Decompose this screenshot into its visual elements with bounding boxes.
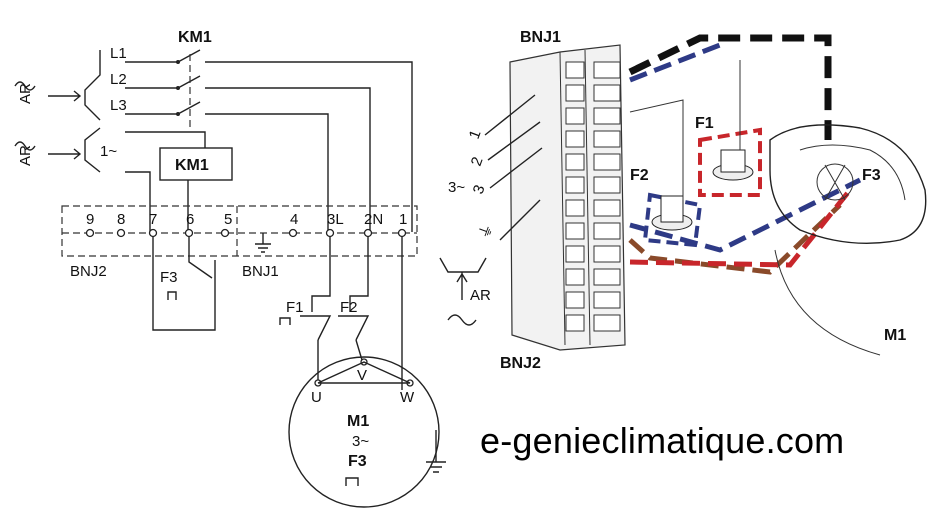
block-top-label: BNJ1 [520, 29, 561, 46]
motor-terminal-v: V [357, 367, 367, 384]
wire-number-2: 2 [468, 155, 487, 169]
terminal-cell [593, 61, 621, 79]
motor-terminal-u: U [311, 389, 322, 406]
bracket-three-phase [84, 50, 101, 121]
terminal-block-cells [565, 61, 621, 332]
single-phase-label: 1~ [100, 143, 117, 160]
terminal-cell [565, 61, 585, 79]
terminal-cell [565, 153, 585, 171]
terminal-cell [593, 245, 621, 263]
block-bottom-label: BNJ2 [500, 355, 541, 372]
motor-m1 [288, 356, 440, 508]
black-cable [628, 34, 832, 140]
wiring-view: BNJ1 BNJ2 1 2 3 3~ ⏚ AR F1 F2 F3 [439, 29, 927, 372]
terminal-cell [565, 245, 585, 263]
ground-icon [255, 233, 271, 253]
terminal-cell [593, 176, 621, 194]
terminal-cell [593, 268, 621, 286]
phase-l1-label: L1 [110, 45, 127, 62]
wire-number-1: 1 [466, 128, 485, 142]
terminal-cell [593, 222, 621, 240]
coil-label: KM1 [175, 157, 209, 174]
ground-mark: ⏚ [476, 221, 497, 241]
f1-capacitor [698, 60, 762, 197]
km1-coil [159, 147, 233, 181]
terminal-strip [61, 205, 418, 257]
terminal-cell [565, 222, 585, 240]
red-cable [629, 188, 852, 268]
ar-supply-upper: AR [14, 81, 82, 104]
terminal-2n: 2N [364, 211, 383, 228]
ar-label-1: AR [17, 83, 34, 104]
strip-right-label: BNJ1 [242, 263, 279, 280]
terminal-5: 5 [224, 211, 232, 228]
ar-supply-lower: AR [14, 141, 82, 166]
wiring-motor-label: M1 [884, 327, 906, 344]
supply-wires [484, 94, 543, 241]
contactor-label: KM1 [178, 29, 212, 46]
blue-cable [629, 177, 862, 253]
terminal-1: 1 [399, 211, 407, 228]
watermark: e-genieclimatique.com [480, 420, 845, 461]
f2-label: F2 [630, 167, 649, 184]
thermal-icon [345, 477, 359, 486]
terminal-cell [593, 153, 621, 171]
thermal-icon [167, 291, 177, 300]
terminal-6: 6 [186, 211, 194, 228]
strip-left-label: BNJ2 [70, 263, 107, 280]
motor-phase: 3~ [352, 433, 369, 450]
terminal-4: 4 [290, 211, 298, 228]
motor-label: M1 [347, 413, 369, 430]
wire-number-3: 3 [470, 183, 489, 197]
motor-terminal-w: W [400, 389, 415, 406]
terminal-7: 7 [149, 211, 157, 228]
fuse-f2-label: F2 [340, 299, 358, 316]
terminal-8: 8 [117, 211, 125, 228]
ground-icon [426, 430, 446, 473]
terminal-cell [565, 291, 585, 309]
terminal-cell [593, 199, 621, 217]
terminal-cell [565, 176, 585, 194]
three-phase-label: 3~ [448, 179, 465, 196]
f3-contact-label: F3 [160, 269, 178, 286]
terminal-cell [565, 107, 585, 125]
ar-bracket [439, 257, 487, 273]
schematic: AR AR L1 L2 L3 1~ KM1 [14, 29, 446, 508]
wiring-ar-label: AR [470, 287, 491, 304]
f1-label: F1 [695, 115, 714, 132]
terminal-cell [593, 130, 621, 148]
terminal-3l: 3L [327, 211, 344, 228]
terminal-cell [593, 84, 621, 102]
phase-l2-label: L2 [110, 71, 127, 88]
motor-protector: F3 [348, 453, 367, 470]
terminal-cell [565, 314, 585, 332]
ar-label-2: AR [17, 145, 34, 166]
fuse-f1-label: F1 [286, 299, 304, 316]
terminal-cell [593, 314, 621, 332]
terminal-cell [565, 199, 585, 217]
terminal-nodes [62, 228, 417, 253]
terminal-cell [593, 107, 621, 125]
terminal-cell [565, 268, 585, 286]
terminal-cell [565, 84, 585, 102]
motor-drawing [769, 124, 927, 356]
terminal-9: 9 [86, 211, 94, 228]
f3-label: F3 [862, 167, 881, 184]
phase-l3-label: L3 [110, 97, 127, 114]
terminal-cell [565, 130, 585, 148]
bracket-single-phase [84, 127, 101, 173]
terminal-cell [593, 291, 621, 309]
